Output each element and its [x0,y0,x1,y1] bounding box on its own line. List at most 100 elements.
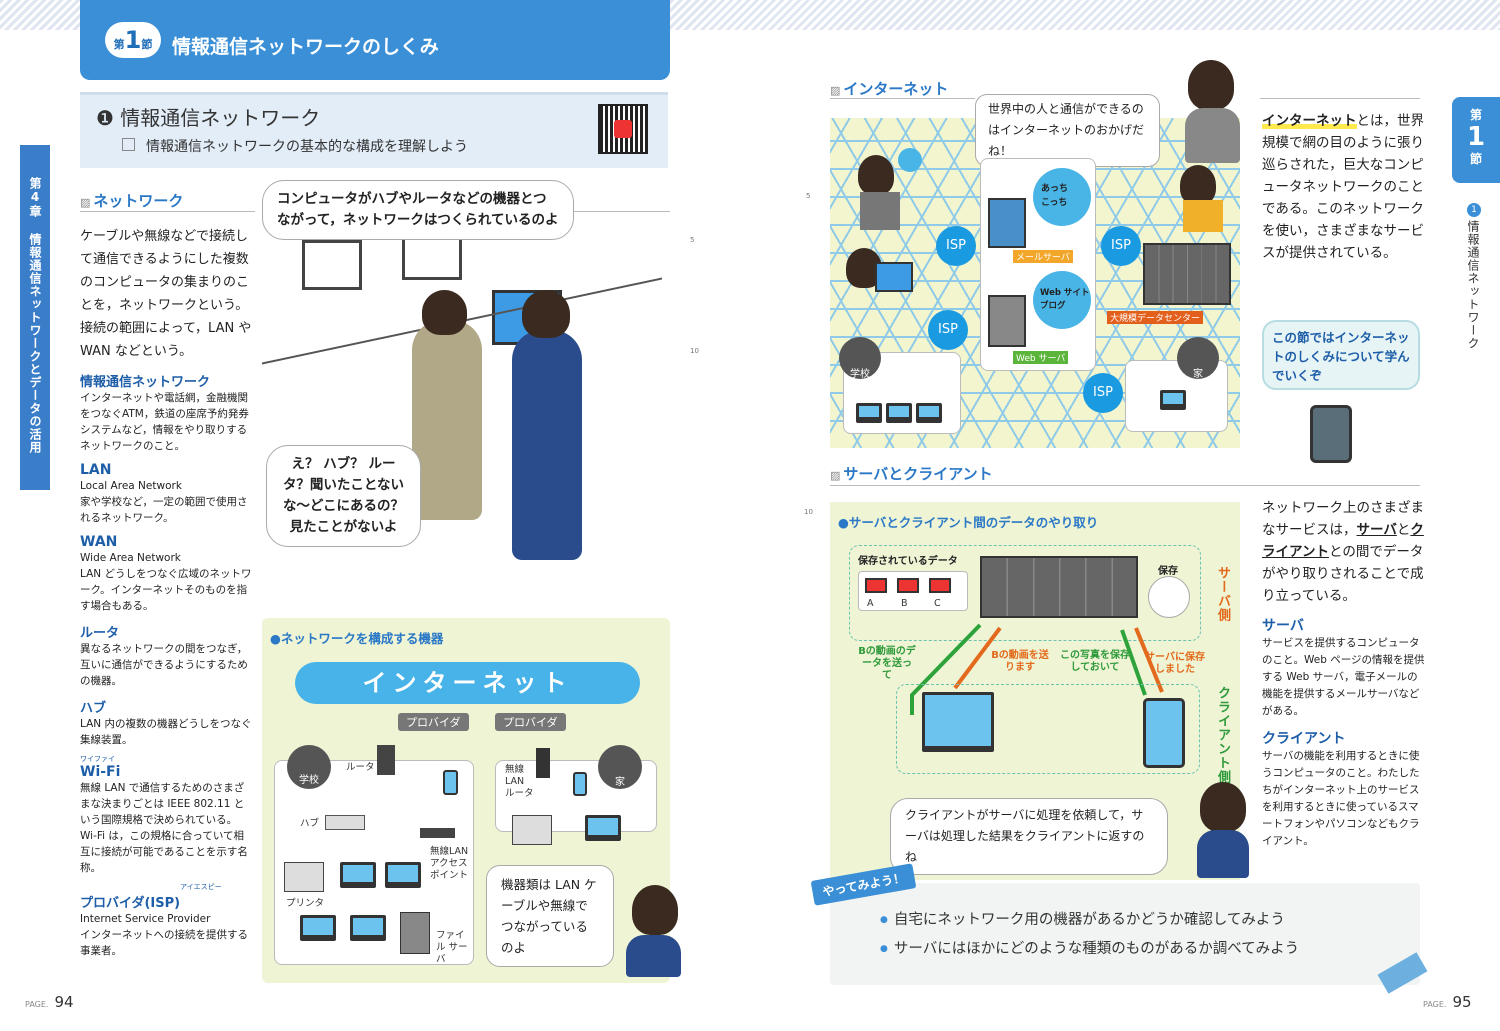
school-icon: 学校 [287,745,331,789]
person-phone [858,155,894,195]
boy-character [1188,60,1234,110]
home-icon: 家 [598,745,642,789]
speech-bubble-student: え？ ハブ？ ルータ？聞いたことないな～どこにあるの？見たことがないよ [266,445,421,547]
laptop-icon [886,403,912,423]
chapter-tab: 第4章 情報通信ネットワークとデータの活用 [20,145,50,490]
server-side-zone [849,545,1201,641]
qr-code-icon[interactable] [598,104,648,154]
file-server-icon [400,912,430,954]
glossary-term: サーバ [1262,618,1304,634]
section-note: この節ではインターネットのしくみについて学んでいくぞ [1262,320,1420,390]
wifi-router-icon [536,748,550,778]
internet-heading: インターネット [830,78,948,99]
client-side-label: クライアント側 [1215,686,1230,784]
speech-bubble-internet: 世界中の人と通信ができるのはインターネットのおかげだね！ [975,94,1160,167]
ruby: アイエスピー [180,883,222,891]
school-icon: 学校 [839,337,881,380]
mail-icon [898,148,922,172]
divider [570,211,670,212]
provider-tag: プロバイダ [398,713,469,731]
web-bubble: Web サイトブログ [1033,271,1091,329]
glossary-term: WAN [80,534,118,550]
isp-node: ISP [936,226,976,266]
wifi-access-point-icon [420,828,455,838]
web-server-icon [988,295,1026,347]
subsection-box [80,92,668,168]
mail-server-label: メールサーバ [1013,250,1073,263]
glossary-term: Wi-Fi [80,764,121,780]
boy-body [1185,108,1240,163]
datacenter-icon [1143,243,1231,305]
isp-node: ISP [1083,373,1123,413]
request-video-label: Bの動画のデータを送って [858,646,916,681]
provider-tag: プロバイダ [495,713,566,731]
hub-icon [325,815,365,830]
line-number: 5 [806,192,811,200]
page-number-left: PAGE.94 [25,993,74,1011]
devices-title: ●ネットワークを構成する機器 [270,631,444,646]
laptop-icon [350,915,386,941]
isp-node: ISP [928,310,968,350]
glossary-desc: インターネットへの接続を提供する事業者。 [80,929,248,957]
mail-server-icon [988,198,1026,248]
section-title: 情報通信ネットワークのしくみ [172,36,439,58]
smartphone-client-icon [1143,698,1185,768]
glossary-desc: LAN 内の複数の機器どうしをつなぐ集線装置。 [80,718,252,746]
speech-bubble-devices: 機器類は LAN ケーブルや無線でつながっているのよ [486,865,614,967]
glossary: 情報通信ネットワーク インターネットや電話網，金融機関をつなぐATM，鉄道の座席… [80,371,254,959]
smartphone-icon [573,772,587,796]
arrow-request [910,623,982,715]
glossary-sub: Wide Area Network [80,552,181,564]
mail-bubble: あっちこっち [1033,168,1091,226]
laptop-icon [585,815,621,841]
speech-bubble-server-client: クライアントがサーバに処理を依頼して，サーバは処理した結果をクライアントに返すの… [890,798,1168,875]
person-body [860,192,900,230]
smartphone-icon [443,770,458,795]
video-file-icon [929,578,951,593]
glossary-term: 情報通信ネットワーク [80,375,211,390]
arrow-confirm [1134,627,1164,693]
server-client-heading: サーバとクライアント [830,463,992,484]
laptop-icon [300,915,336,941]
server-side-label: サーバ側 [1215,566,1230,622]
learning-goal: 情報通信ネットワークの基本的な構成を理解しよう [146,139,468,155]
glossary-desc: 無線 LAN で通信するためのさまざまな決まりごとは IEEE 802.11 と… [80,782,248,874]
monitor-icon [875,262,913,292]
stored-files: A B C [858,571,968,611]
client-side-zone [896,684,1200,774]
divider [1260,98,1420,99]
divider [80,211,255,212]
video-file-icon [897,578,919,593]
glossary-desc: サービスを提供するコンピュータのこと。Web ページの情報を提供する Web サ… [1262,637,1425,717]
arrow-response [953,626,1002,690]
subsection-title: ❶ 情報通信ネットワーク [96,106,321,130]
datacenter-label: 大規模データセンター [1107,311,1204,324]
laptop-icon [916,403,942,423]
line-number: 10 [804,508,813,516]
person-body [1183,200,1223,232]
monitor-icon [302,240,362,290]
teacher-character [1200,782,1246,832]
file-server-label: ファイル サーバ [436,930,468,965]
laptop-icon [385,862,421,888]
glossary-desc: LAN どうしをつなぐ広域のネットワーク。インターネットそのものを指す場合もある… [80,568,252,612]
isp-node: ISP [1101,226,1141,266]
side-label: 情報通信ネットワーク [1466,220,1480,350]
try-item: サーバにはほかにどのような種類のものがあるか調べてみよう [880,937,1299,958]
server-client-body: ネットワーク上のさまざまなサービスは，サーバとクライアントとの間でデータがやり取… [1262,500,1424,604]
glossary-desc: インターネットや電話網，金融機関をつなぐATM，鉄道の座席予約発券システムなど，… [80,392,249,452]
laptop-icon [1160,390,1186,410]
network-body: ケーブルや無線などで接続して通信できるようにした複数のコンピュータの集まりのこと… [80,229,252,359]
right-text-column: ネットワーク上のさまざまなサービスは，サーバとクライアントとの間でデータがやり取… [1262,497,1428,850]
side-label-number: 1 [1467,203,1481,217]
glossary-sub: Internet Service Provider [80,913,211,925]
hub-label: ハブ [300,818,320,829]
data-exchange-arrows [910,623,1164,715]
file-label: B [901,598,908,609]
glossary-term: プロバイダ(ISP) [80,896,181,911]
network-heading: ネットワーク [80,190,670,211]
saved-label: サーバに保存しました [1145,652,1205,675]
left-text-column: ケーブルや無線などで接続して通信できるようにした複数のコンピュータの集まりのこと… [80,225,254,959]
stored-data-label: 保存されているデータ [858,556,958,567]
